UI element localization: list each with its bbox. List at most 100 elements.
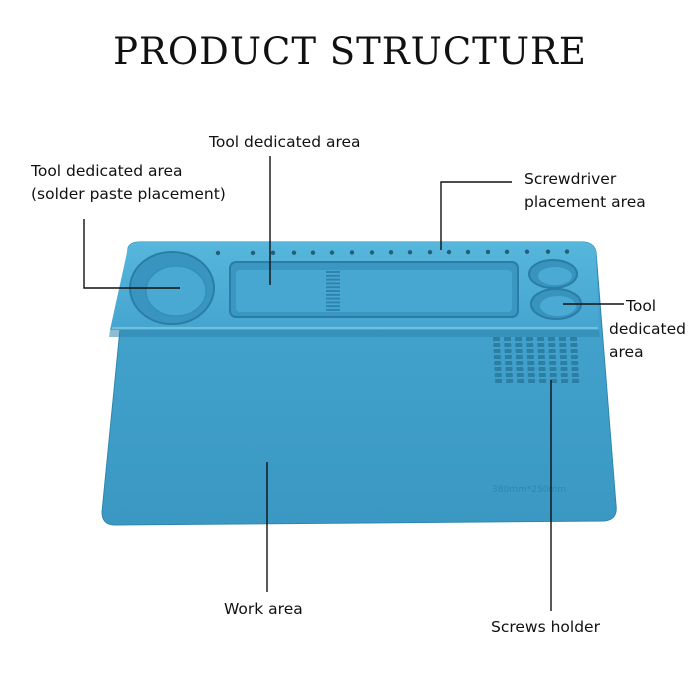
- solder-well-inner: [145, 265, 207, 317]
- screw-pocket: [504, 343, 512, 347]
- label-tool-right-line1: Tool: [626, 297, 657, 315]
- screwdriver-hole: [329, 250, 335, 255]
- screw-pocket: [570, 343, 578, 347]
- screw-pocket: [527, 367, 535, 371]
- screwdriver-hole: [215, 250, 221, 256]
- screwdriver-hole: [250, 250, 256, 256]
- screw-pocket: [548, 355, 556, 359]
- screw-pocket: [493, 343, 501, 347]
- label-tool-right: Tool dedicated area: [609, 295, 686, 364]
- screw-pocket: [548, 343, 556, 347]
- screw-pocket: [504, 349, 512, 353]
- tray-ridge: [326, 278, 340, 281]
- label-tool-right-line2: dedicated: [609, 320, 686, 338]
- screwdriver-hole: [504, 249, 510, 255]
- screw-pocket: [570, 355, 578, 359]
- screw-pocket: [548, 337, 555, 341]
- screw-pocket: [516, 367, 524, 371]
- tray-ridges: [326, 271, 340, 311]
- screwdriver-hole: [270, 250, 276, 256]
- label-screwdriver-line2: placement area: [524, 193, 646, 211]
- screw-pocket: [549, 367, 557, 371]
- screw-pocket: [504, 337, 511, 341]
- screwdriver-hole: [524, 249, 530, 254]
- screw-pocket: [538, 361, 546, 365]
- screwdriver-hole: [310, 250, 316, 255]
- right-well-bottom-inner: [540, 296, 576, 316]
- screw-pocket: [549, 373, 557, 377]
- tray-ridge: [326, 274, 340, 277]
- screw-pocket: [560, 373, 568, 377]
- leader-screwdriver: [440, 181, 512, 250]
- screw-pocket: [537, 355, 545, 359]
- label-tool-top: Tool dedicated area: [209, 133, 361, 151]
- tray-ridge: [326, 301, 340, 304]
- screw-pocket: [493, 337, 500, 341]
- screw-pocket: [560, 367, 568, 371]
- screw-pocket: [559, 355, 567, 359]
- tray-ridge: [326, 282, 340, 285]
- screw-pocket: [515, 355, 523, 359]
- screwdriver-hole: [446, 249, 452, 255]
- label-solder-line2: (solder paste placement): [31, 185, 226, 203]
- screw-pocket: [570, 337, 577, 341]
- screw-pocket: [515, 349, 523, 353]
- tray-ridge: [326, 271, 340, 273]
- tool-tray-floor: [236, 270, 512, 312]
- label-screws-holder: Screws holder: [491, 618, 600, 636]
- screw-pocket: [559, 343, 567, 347]
- screw-pocket: [494, 367, 502, 371]
- tray-ridge: [326, 309, 340, 311]
- screw-pocket: [516, 361, 524, 365]
- screw-pocket: [560, 361, 568, 365]
- label-solder-line1: Tool dedicated area: [31, 162, 183, 180]
- screw-pocket: [505, 367, 513, 371]
- screws-holder-grid: [493, 337, 580, 383]
- screw-pocket: [526, 337, 533, 341]
- screwdriver-hole: [485, 249, 491, 255]
- tray-ridge: [326, 297, 340, 300]
- screw-pocket: [515, 337, 522, 341]
- label-screwdriver: Screwdriver placement area: [524, 168, 646, 214]
- screw-pocket: [517, 379, 525, 383]
- diagram-title: PRODUCT STRUCTURE: [113, 30, 587, 73]
- shelf-edge: [109, 330, 600, 337]
- screw-pocket: [506, 379, 514, 383]
- screw-pocket: [494, 373, 502, 377]
- leader-solder: [83, 219, 180, 289]
- screw-pocket: [548, 349, 556, 353]
- screw-pocket: [526, 343, 534, 347]
- screwdriver-hole: [545, 249, 551, 254]
- screw-pocket: [570, 349, 578, 353]
- screw-pocket: [538, 373, 546, 377]
- screw-pocket: [537, 343, 545, 347]
- screw-pocket: [505, 373, 513, 377]
- screwdriver-hole: [564, 249, 570, 254]
- screwdriver-hole: [291, 250, 297, 255]
- screw-pocket: [515, 343, 523, 347]
- screw-pocket: [527, 361, 535, 365]
- screw-pocket: [516, 373, 524, 377]
- screw-pocket: [537, 349, 545, 353]
- screw-pocket: [561, 379, 569, 383]
- screwdriver-holes: [215, 249, 570, 256]
- screw-pocket: [538, 367, 546, 371]
- screw-pocket: [526, 355, 534, 359]
- screw-pocket: [505, 361, 513, 365]
- screw-pocket: [493, 355, 501, 359]
- tray-ridge: [326, 290, 340, 292]
- screw-pocket: [572, 379, 580, 383]
- screw-pocket: [559, 349, 567, 353]
- screw-pocket: [571, 367, 579, 371]
- label-solder-area: Tool dedicated area (solder paste placem…: [31, 160, 226, 206]
- screw-pocket: [494, 361, 502, 365]
- leader-lines: [83, 156, 624, 611]
- screwdriver-hole: [349, 250, 355, 255]
- screwdriver-hole: [465, 249, 471, 255]
- screw-pocket: [539, 379, 547, 383]
- screwdriver-hole: [407, 250, 413, 255]
- screwdriver-hole: [388, 250, 394, 255]
- screw-pocket: [549, 361, 557, 365]
